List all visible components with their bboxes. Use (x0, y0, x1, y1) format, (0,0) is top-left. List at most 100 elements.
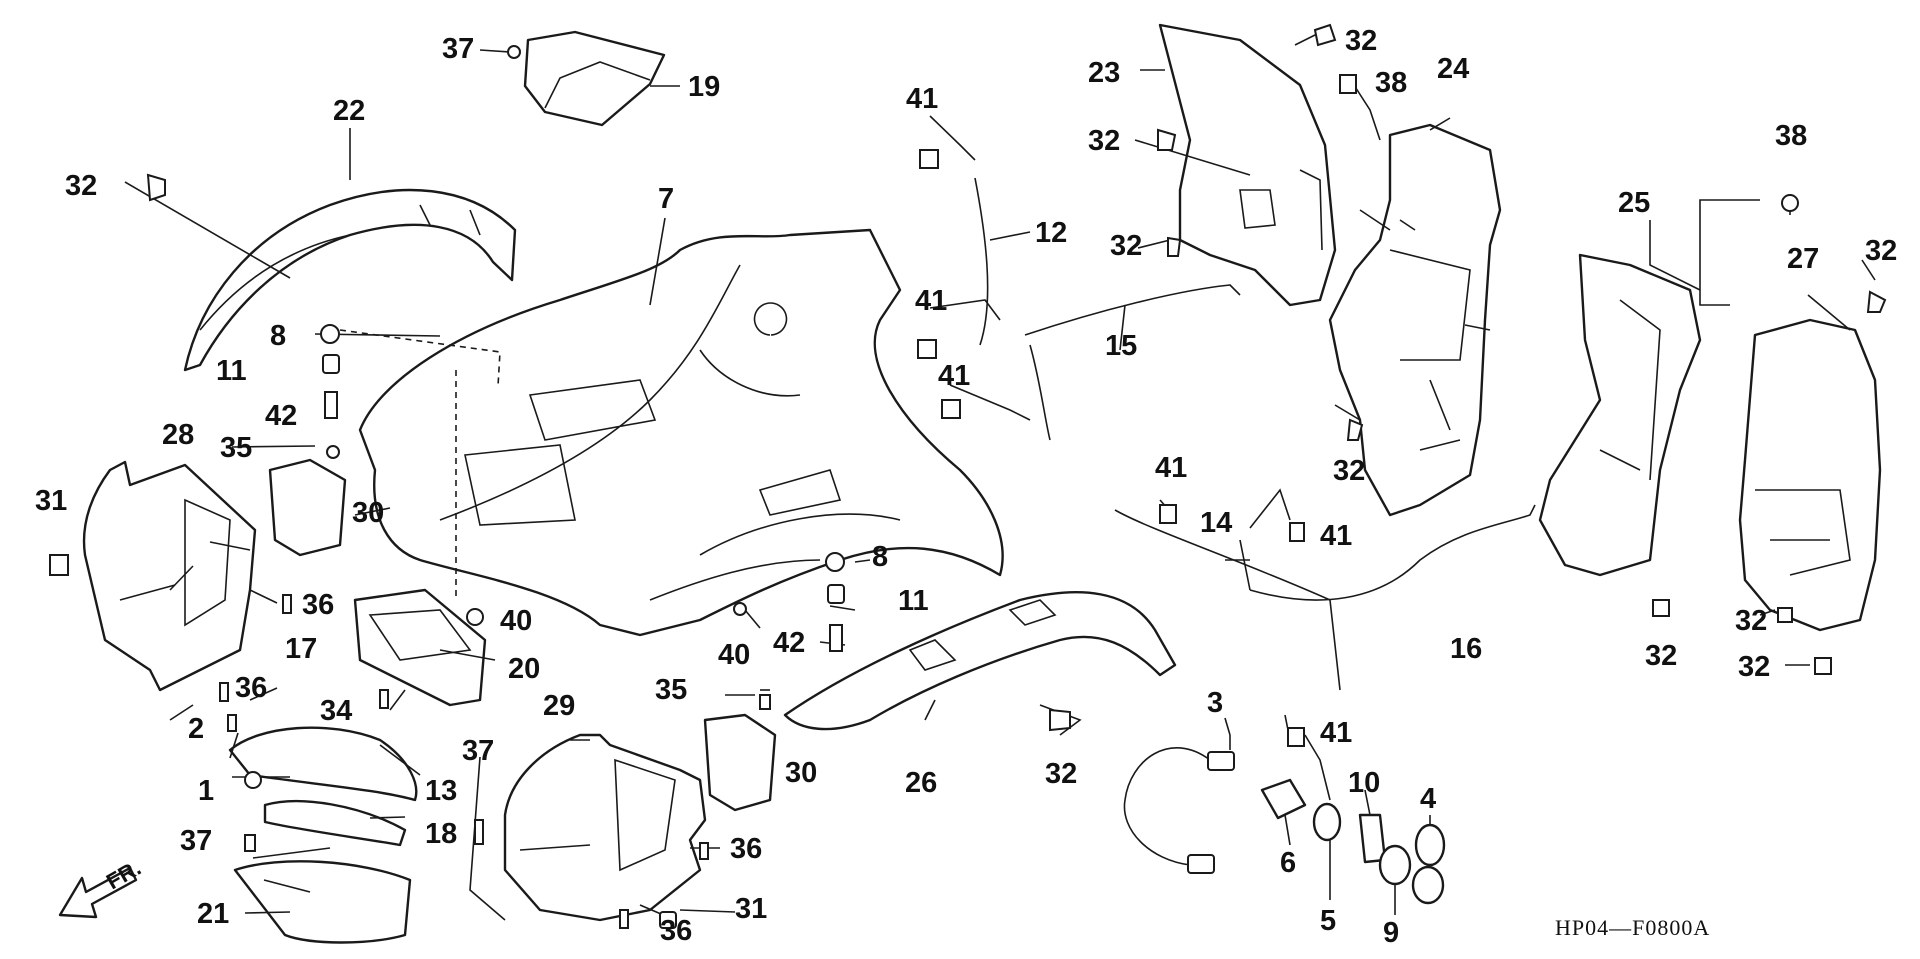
diagram-code: HP04—F0800A (1555, 915, 1710, 940)
part-24-rear-inner (1328, 123, 1502, 517)
callout-22: 22 (333, 95, 365, 127)
callout-30-lower: 30 (785, 757, 817, 789)
callout-6: 6 (1280, 847, 1296, 879)
callout-21: 21 (197, 898, 229, 930)
callout-37-top: 37 (442, 33, 474, 65)
callout-32-rail: 32 (1045, 758, 1077, 790)
callout-38-left: 38 (1375, 67, 1407, 99)
callout-16: 16 (1450, 633, 1482, 665)
callout-32-27top: 32 (1865, 235, 1897, 267)
callout-8-left: 8 (270, 320, 286, 352)
part-22-detail (199, 204, 481, 331)
part-24-detail (1389, 249, 1471, 451)
part-20-vent (353, 588, 487, 707)
callout-8-right: 8 (872, 541, 888, 573)
part-15-cable (1024, 284, 1241, 441)
part-26-side-rail (783, 591, 1177, 731)
callout-28: 28 (162, 419, 194, 451)
part-12-cable (974, 177, 989, 346)
callout-15: 15 (1105, 330, 1137, 362)
callout-42-left: 42 (265, 400, 297, 432)
part-4-cap-b (1411, 865, 1445, 905)
part-6-socket (1260, 778, 1307, 820)
callout-7: 7 (658, 183, 674, 215)
part-19-cover (523, 30, 666, 127)
part-23-detail (1239, 169, 1323, 251)
callout-9: 9 (1383, 917, 1399, 949)
part-16-cable (1249, 504, 1536, 601)
callout-42-right: 42 (773, 627, 805, 659)
part-4-cap (1414, 823, 1446, 867)
part-28-detail (119, 498, 231, 627)
callout-30-upper: 30 (352, 497, 384, 529)
part-23-rear-panel (1158, 23, 1337, 307)
part-27-rear-panel (1738, 318, 1882, 632)
callout-32-27low: 32 (1738, 651, 1770, 683)
part-7-front-body (358, 228, 1004, 637)
part-5-nut (1312, 802, 1342, 842)
callout-41-top: 41 (906, 83, 938, 115)
callout-36-mid: 36 (235, 672, 267, 704)
callout-40-right: 40 (718, 639, 750, 671)
callout-32-23mid: 32 (1088, 125, 1120, 157)
callout-36-upper: 36 (302, 589, 334, 621)
part-20-detail (368, 609, 472, 661)
callout-41-14: 41 (1155, 452, 1187, 484)
part-3-harness (1123, 747, 1211, 866)
callout-32-left: 32 (65, 170, 97, 202)
part-30-duct-upper (268, 458, 347, 557)
callout-20: 20 (508, 653, 540, 685)
callout-32-23top: 32 (1345, 25, 1377, 57)
callout-36-bottom: 36 (660, 915, 692, 947)
callout-41-14b: 41 (1320, 520, 1352, 552)
callout-38-right: 38 (1775, 120, 1807, 152)
part-7-grille (649, 469, 901, 601)
callout-32-23low: 32 (1110, 230, 1142, 262)
part-27-detail (1755, 489, 1851, 576)
callout-11-right: 11 (898, 585, 929, 617)
callout-5: 5 (1320, 905, 1336, 937)
callout-1: 1 (198, 775, 214, 807)
part-9-washer (1378, 844, 1412, 886)
callout-17: 17 (285, 633, 317, 665)
callout-36-right: 36 (730, 833, 762, 865)
callout-labels: 37 19 22 32 7 8 11 42 35 28 31 30 36 40 … (35, 25, 1897, 949)
callout-37-lower: 37 (180, 825, 212, 857)
callout-34: 34 (320, 695, 352, 727)
callout-2: 2 (188, 713, 204, 745)
callout-37-mid: 37 (462, 735, 494, 767)
front-arrow: FR. (58, 855, 145, 919)
callout-26: 26 (905, 767, 937, 799)
callout-41-low: 41 (938, 360, 970, 392)
part-29-detail (519, 758, 676, 872)
part-14-cable (1114, 509, 1341, 691)
part-25-rear-panel (1538, 253, 1702, 577)
callout-24: 24 (1437, 53, 1469, 85)
callout-31-left: 31 (35, 485, 67, 517)
callout-25: 25 (1618, 187, 1650, 219)
callout-27: 27 (1787, 243, 1819, 275)
part-21-box (233, 860, 412, 944)
part-7-hood (439, 264, 801, 526)
callout-41-mid: 41 (915, 285, 947, 317)
callout-14: 14 (1200, 507, 1232, 539)
callout-32-25low: 32 (1645, 640, 1677, 672)
part-17-lid (228, 726, 418, 802)
callout-40-left: 40 (500, 605, 532, 637)
part-25-detail (1599, 299, 1661, 481)
callout-18: 18 (425, 818, 457, 850)
part-3-connector-a (1207, 751, 1235, 771)
callout-10: 10 (1348, 767, 1380, 799)
callout-29: 29 (543, 690, 575, 722)
callout-23: 23 (1088, 57, 1120, 89)
callout-4: 4 (1420, 783, 1436, 815)
part-26-detail (908, 599, 1057, 671)
callout-35-lower: 35 (655, 674, 687, 706)
callout-12: 12 (1035, 217, 1067, 249)
callout-32-27mid: 32 (1735, 605, 1767, 637)
part-30-duct-lower (703, 713, 777, 812)
callout-3: 3 (1207, 687, 1223, 719)
fasteners (49, 23, 1887, 929)
part-18-gasket (263, 800, 407, 847)
